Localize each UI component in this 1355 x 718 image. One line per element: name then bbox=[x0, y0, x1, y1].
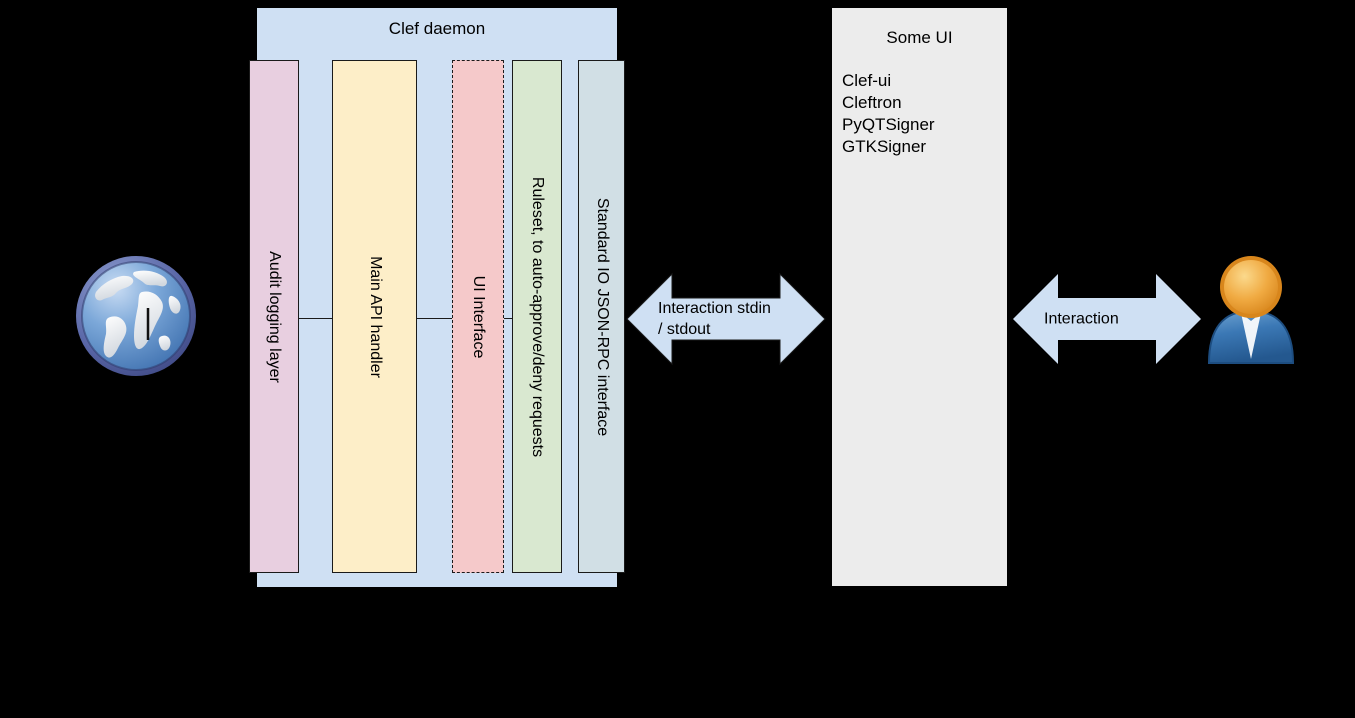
arrow-label-interaction: Interaction bbox=[1044, 310, 1119, 328]
list-item: Clef-ui bbox=[842, 71, 892, 90]
arrow-interaction-user: Interaction bbox=[1012, 272, 1202, 366]
list-item: Cleftron bbox=[842, 93, 902, 112]
module-standard-io-jsonrpc[interactable]: Standard IO JSON-RPC interface bbox=[578, 60, 625, 573]
module-ruleset[interactable]: Ruleset, to auto-approve/deny requests bbox=[512, 60, 562, 573]
module-main-api-handler[interactable]: Main API handler bbox=[332, 60, 417, 573]
clef-daemon-title: Clef daemon bbox=[388, 19, 486, 38]
user-icon bbox=[1203, 251, 1299, 367]
connector-ui-ruleset bbox=[503, 318, 513, 319]
globe-icon bbox=[72, 252, 200, 380]
arrow-interaction-stdin-stdout: Interaction stdin / stdout bbox=[626, 272, 826, 366]
module-label-audit: Audit logging layer bbox=[266, 250, 283, 383]
some-ui-title: Some UI bbox=[886, 28, 953, 47]
list-item: GTKSigner bbox=[842, 137, 927, 156]
module-label-stdio: Standard IO JSON-RPC interface bbox=[593, 197, 611, 436]
connector-audit-api bbox=[298, 318, 333, 319]
some-ui-box[interactable]: Some UI Clef-ui Cleftron PyQTSigner GTKS… bbox=[832, 8, 1007, 586]
clef-daemon-container bbox=[257, 8, 617, 587]
module-label-ui: UI Interface bbox=[470, 275, 487, 358]
some-ui-list: Clef-ui Cleftron PyQTSigner GTKSigner bbox=[842, 70, 935, 158]
module-label-api: Main API handler bbox=[366, 255, 384, 378]
module-ui-interface[interactable]: UI Interface bbox=[452, 60, 504, 573]
connector-api-ui bbox=[416, 318, 453, 319]
module-audit-logging-layer[interactable]: Audit logging layer bbox=[249, 60, 299, 573]
list-item: PyQTSigner bbox=[842, 115, 935, 134]
arrow-label-stdin-stdout: Interaction stdin / stdout bbox=[658, 300, 771, 338]
module-label-ruleset: Ruleset, to auto-approve/deny requests bbox=[529, 176, 546, 457]
